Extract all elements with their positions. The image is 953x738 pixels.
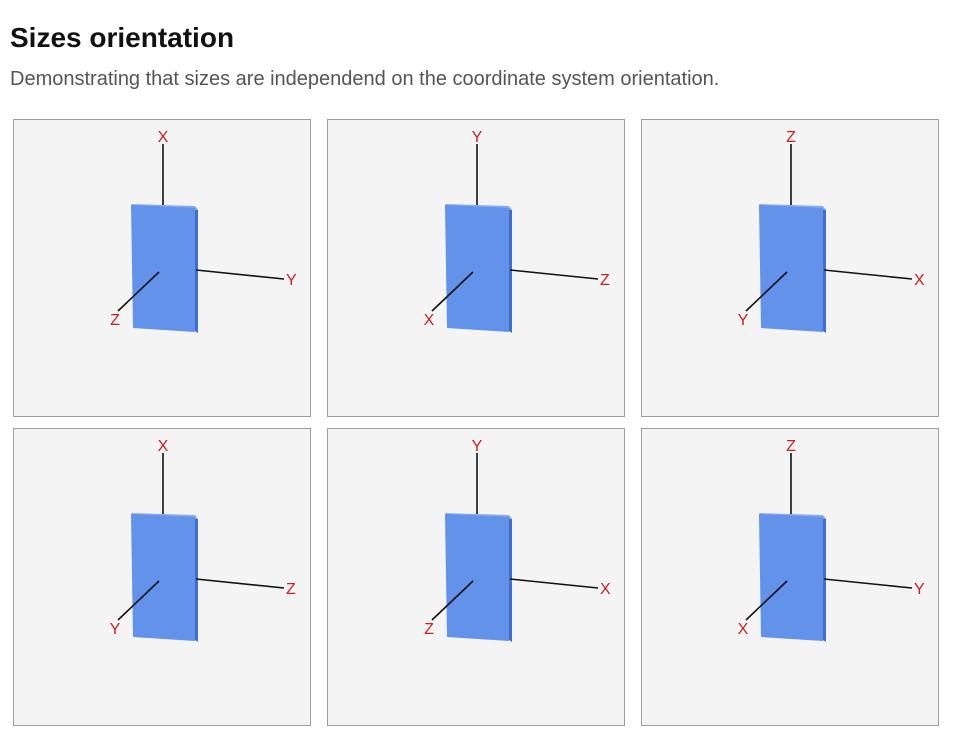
right-axis-label: X — [914, 272, 925, 289]
front-axis-label: X — [738, 621, 749, 638]
page-title: Sizes orientation — [10, 22, 235, 53]
scene-canvas: X Y Z — [110, 129, 297, 333]
right-axis-label: Y — [286, 272, 297, 289]
right-axis-label: Z — [286, 581, 296, 598]
right-axis-line — [195, 578, 285, 589]
right-axis-label: Y — [914, 581, 925, 598]
viewport-panel[interactable]: Z Y X — [641, 428, 939, 726]
front-axis-label: Y — [110, 621, 121, 638]
right-axis-line — [823, 578, 913, 589]
page-subtitle: Demonstrating that sizes are independend… — [10, 68, 720, 90]
viewport-panel[interactable]: Y Z X — [327, 119, 625, 417]
scene-canvas: Y X Z — [424, 438, 611, 642]
scene-canvas: Z X Y — [738, 129, 925, 333]
front-axis-label: Y — [738, 312, 749, 329]
right-axis-line — [195, 269, 285, 280]
viewport-panel[interactable]: Z X Y — [641, 119, 939, 417]
box-front-face — [759, 514, 823, 641]
right-axis-label: X — [600, 581, 611, 598]
front-axis-label: Z — [110, 312, 120, 329]
front-axis-line — [431, 271, 474, 312]
box-front-face — [445, 514, 509, 641]
front-axis-line — [745, 580, 788, 621]
front-axis-label: Z — [424, 621, 434, 638]
box-front-face — [131, 205, 195, 332]
up-axis-label: Y — [472, 129, 483, 146]
box-front-face — [759, 205, 823, 332]
up-axis-label: Y — [472, 438, 483, 455]
front-axis-label: X — [424, 312, 435, 329]
scene-canvas: X Z Y — [110, 438, 296, 642]
right-axis-line — [509, 269, 599, 280]
up-axis-label: Z — [786, 438, 796, 455]
up-axis-label: Z — [786, 129, 796, 146]
front-axis-line — [117, 580, 160, 621]
box-front-face — [131, 514, 195, 641]
right-axis-line — [823, 269, 913, 280]
front-axis-line — [745, 271, 788, 312]
up-axis-label: X — [158, 129, 169, 146]
box-front-face — [445, 205, 509, 332]
up-axis-label: X — [158, 438, 169, 455]
right-axis-line — [509, 578, 599, 589]
viewport-panel[interactable]: X Y Z — [13, 119, 311, 417]
right-axis-label: Z — [600, 272, 610, 289]
scene-canvas: Y Z X — [424, 129, 610, 333]
front-axis-line — [117, 271, 160, 312]
front-axis-line — [431, 580, 474, 621]
viewport-panel[interactable]: X Z Y — [13, 428, 311, 726]
scene-canvas: Z Y X — [738, 438, 925, 642]
viewport-panel[interactable]: Y X Z — [327, 428, 625, 726]
